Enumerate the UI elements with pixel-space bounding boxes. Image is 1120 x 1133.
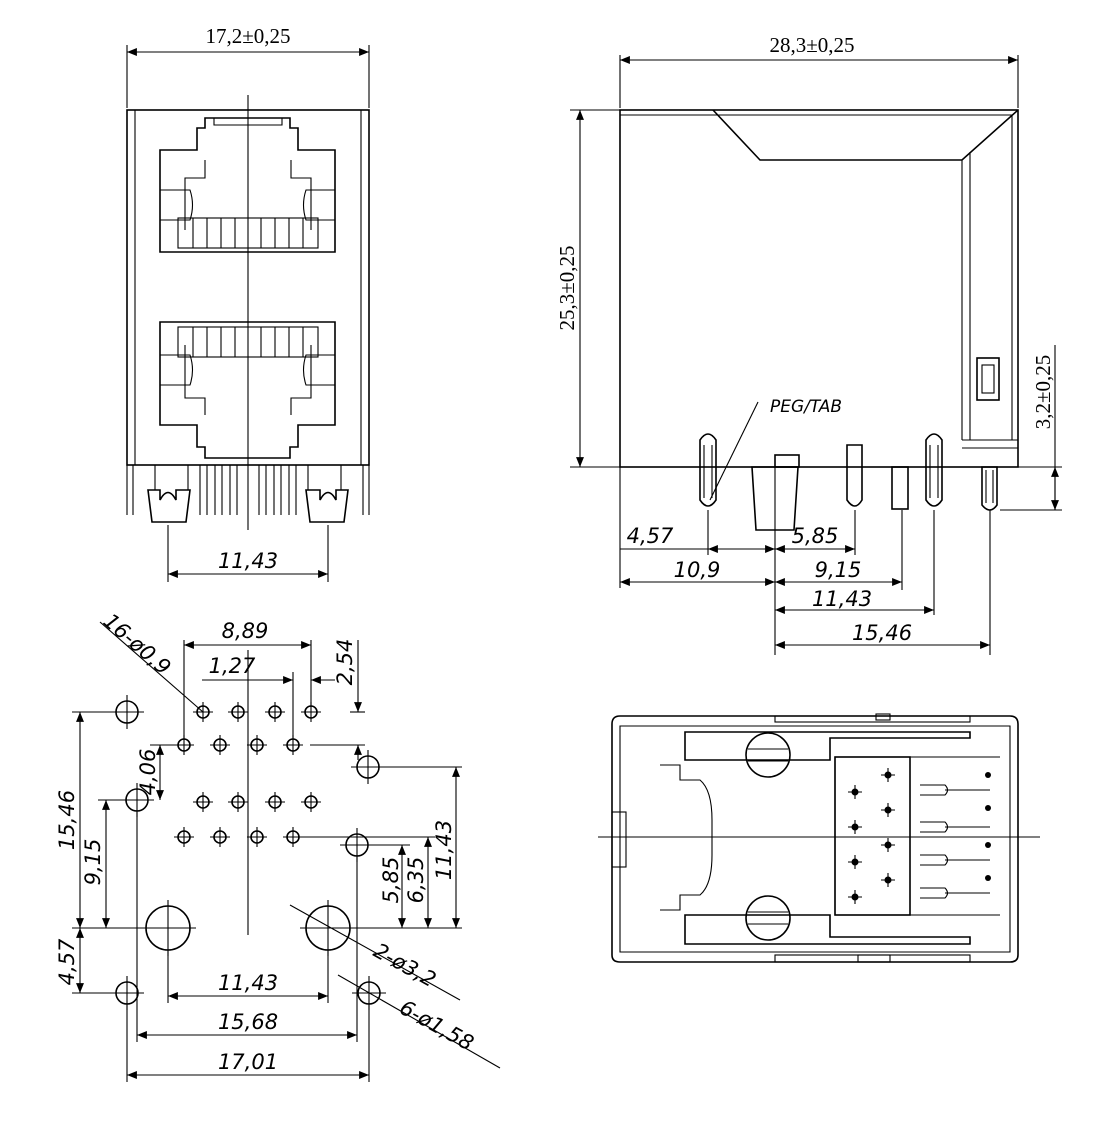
side-dim-15-46: 15,46 bbox=[852, 621, 912, 645]
front-width-dim: 17,2±0,25 bbox=[205, 24, 290, 48]
fp-dim-6-35: 6,35 bbox=[404, 857, 428, 904]
hole-label-3-2: 2-ø3,2 bbox=[370, 938, 440, 992]
side-width-dim: 28,3±0,25 bbox=[769, 33, 854, 57]
side-view: 28,3±0,25 25,3±0,25 PEG/TAB bbox=[555, 33, 1062, 655]
fp-dim-17-01: 17,01 bbox=[218, 1050, 278, 1074]
side-dim-9-15: 9,15 bbox=[815, 558, 862, 582]
fp-dim-4-57: 4,57 bbox=[55, 938, 79, 985]
tab-height-dim: 3,2±0,25 bbox=[1031, 355, 1055, 430]
hole-label-1-58: 6-ø1,58 bbox=[396, 995, 478, 1055]
side-dim-4-57: 4,57 bbox=[627, 524, 674, 548]
pin-hole-label: 16-ø0,9 bbox=[99, 609, 176, 680]
pin-holes bbox=[174, 702, 321, 847]
front-post-spacing-dim: 11,43 bbox=[218, 549, 278, 573]
fp-dim-15-46: 15,46 bbox=[55, 790, 79, 850]
fp-dim-4-06: 4,06 bbox=[136, 749, 160, 796]
side-height-dim: 25,3±0,25 bbox=[555, 245, 579, 330]
side-dim-11-43: 11,43 bbox=[812, 587, 872, 611]
peg-tab-label: PEG/TAB bbox=[770, 397, 842, 417]
bottom-view bbox=[598, 713, 1040, 963]
footprint-view: 8,89 1,27 2,54 16-ø0,9 15,46 9,15 4,57 4… bbox=[55, 609, 501, 1082]
fp-dim-11-43-bottom: 11,43 bbox=[218, 971, 278, 995]
side-dim-5-85: 5,85 bbox=[792, 524, 839, 548]
front-view: 17,2±0,25 bbox=[126, 24, 370, 582]
fp-dim-2-54: 2,54 bbox=[333, 639, 357, 686]
fp-dim-11-43: 11,43 bbox=[432, 820, 456, 880]
fp-dim-1-27: 1,27 bbox=[209, 654, 256, 678]
fp-dim-15-68: 15,68 bbox=[218, 1010, 278, 1034]
fp-dim-9-15: 9,15 bbox=[81, 839, 105, 886]
fp-dim-8-89: 8,89 bbox=[222, 619, 269, 643]
side-dim-10-9: 10,9 bbox=[674, 558, 721, 582]
fp-dim-5-85: 5,85 bbox=[379, 857, 403, 904]
